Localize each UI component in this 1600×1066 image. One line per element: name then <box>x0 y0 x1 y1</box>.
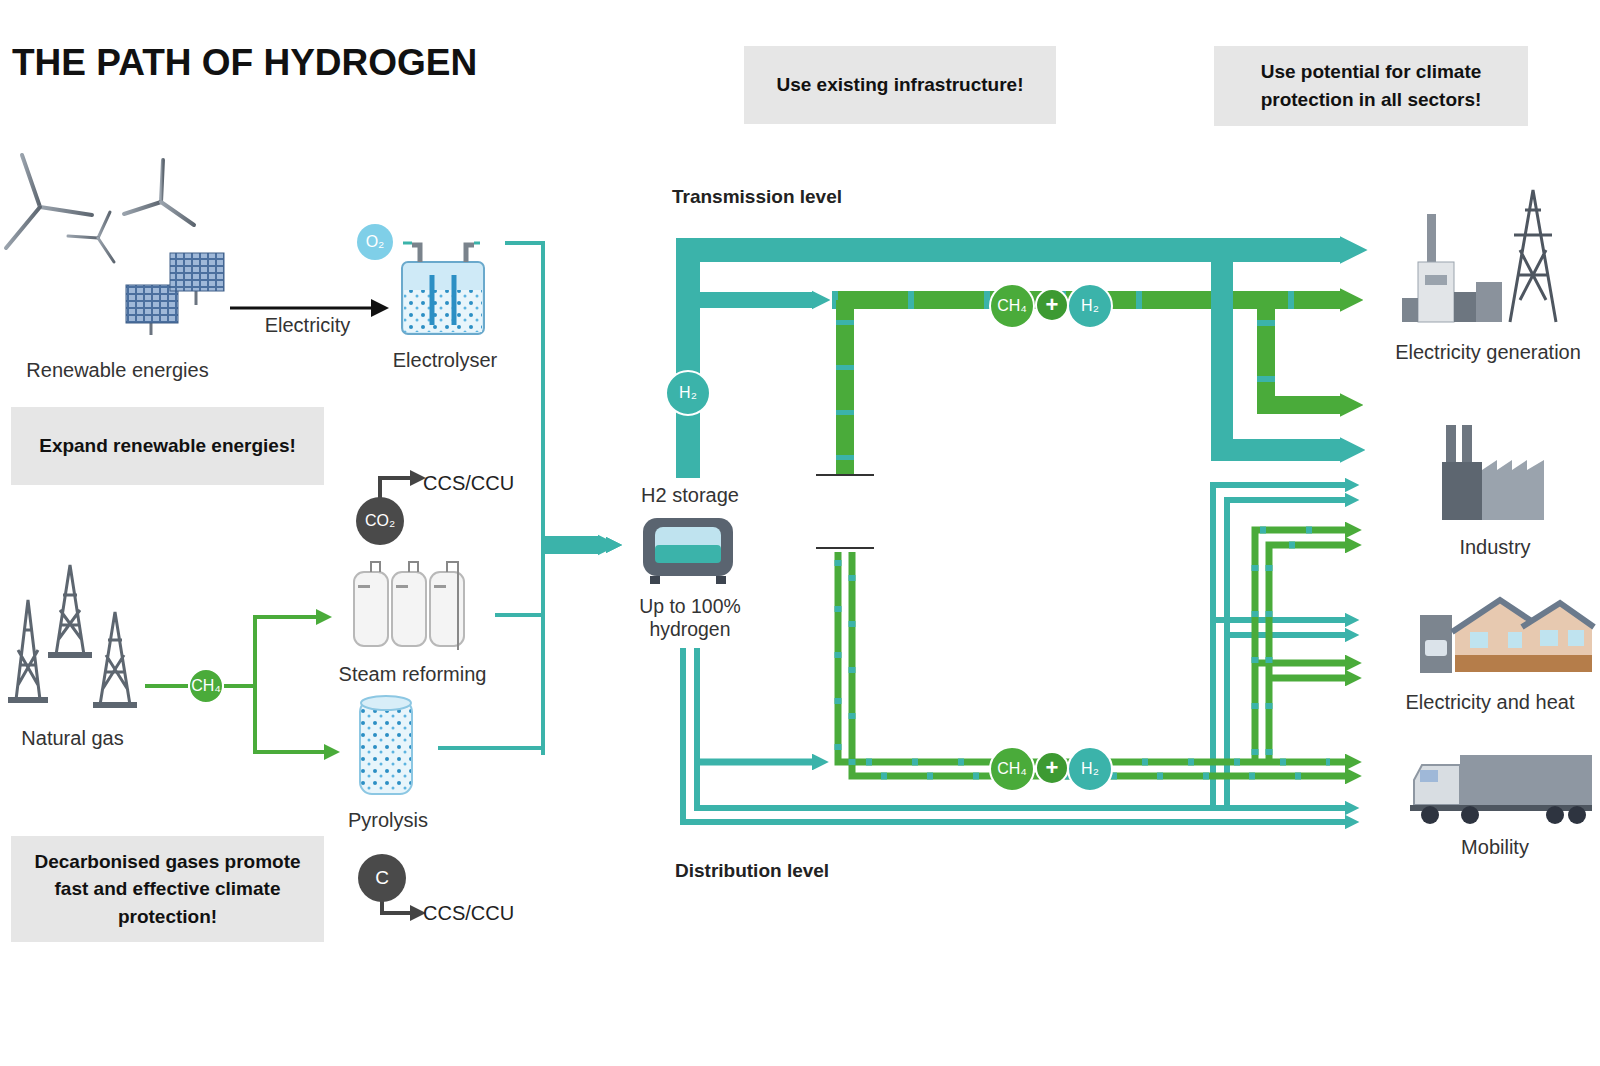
molecule-label: C <box>375 867 389 889</box>
molecule-circle: H₂ <box>1067 746 1113 792</box>
illustration-node: Electricity and heat <box>1390 592 1590 714</box>
molecule-circle: O₂ <box>357 224 393 260</box>
illustration-node: Industry <box>1400 415 1590 559</box>
node-label: Industry <box>1459 536 1530 559</box>
note-text: Expand renewable energies! <box>39 432 296 460</box>
node-label: H2 storage <box>641 484 739 507</box>
node-label: Natural gas <box>21 727 123 750</box>
molecule-circle: CH₄ <box>989 746 1035 792</box>
molecule-circle: CH₄ <box>989 283 1035 329</box>
molecule-circle: + <box>1035 288 1069 322</box>
note-box: Decarbonised gases promote fast and effe… <box>11 836 324 942</box>
illustration-node: Mobility <box>1400 745 1590 859</box>
note-text: Use existing infrastructure! <box>776 71 1023 99</box>
molecule-label: + <box>1046 292 1059 318</box>
node-label: Mobility <box>1461 836 1529 859</box>
illustration-node: Electricity generation <box>1380 180 1596 364</box>
diagram-title: THE PATH OF HYDROGEN <box>12 42 477 84</box>
storage-node: H2 storage Up to 100% hydrogen <box>620 484 760 640</box>
node-label: Steam reforming <box>339 663 487 686</box>
note-box: Use potential for climate protection in … <box>1214 46 1528 126</box>
molecule-label: H₂ <box>1081 760 1099 778</box>
note-text: Use potential for climate protection in … <box>1224 58 1518 113</box>
molecule-label: CH₄ <box>997 760 1027 778</box>
molecule-circle: CO₂ <box>356 497 404 545</box>
molecule-circle: + <box>1035 751 1069 785</box>
molecule-circle: H₂ <box>665 370 711 416</box>
ccs-label: CCS/CCU <box>423 902 514 925</box>
flow-connector <box>145 684 188 688</box>
level-label: Transmission level <box>672 186 842 208</box>
molecule-circle: H₂ <box>1067 283 1113 329</box>
flow-connector <box>224 686 324 752</box>
node-label: Electricity generation <box>1395 341 1581 364</box>
flow-connector <box>230 307 371 310</box>
molecule-label: H₂ <box>679 384 697 402</box>
illustration-node: Natural gas <box>0 560 145 750</box>
flow-connector <box>224 617 316 686</box>
note-text: Decarbonised gases promote fast and effe… <box>21 848 314 931</box>
molecule-label: O₂ <box>366 233 385 251</box>
molecule-circle: C <box>358 854 406 902</box>
illustration-node: Steam reforming <box>330 560 495 686</box>
node-label: Renewable energies <box>26 359 208 382</box>
ccs-label: CCS/CCU <box>423 472 514 495</box>
node-label: Electricity and heat <box>1406 691 1575 714</box>
note-box: Expand renewable energies! <box>11 407 324 485</box>
molecule-label: CO₂ <box>365 512 395 530</box>
illustration-node: Electrolyser <box>385 232 505 372</box>
molecule-circle: CH₄ <box>188 668 224 704</box>
illustration-node: Pyrolysis <box>338 698 438 832</box>
node-label: Pyrolysis <box>348 809 428 832</box>
illustration-node: Renewable energies <box>5 150 230 382</box>
flow-connector <box>505 243 606 545</box>
level-label: Distribution level <box>675 860 829 882</box>
flow-connector <box>438 545 606 748</box>
edge-label: Electricity <box>265 314 351 337</box>
node-label: Electrolyser <box>393 349 497 372</box>
node-label: Up to 100% hydrogen <box>620 595 760 640</box>
molecule-label: CH₄ <box>997 297 1027 315</box>
note-box: Use existing infrastructure! <box>744 46 1056 124</box>
molecule-label: H₂ <box>1081 297 1099 315</box>
molecule-label: CH₄ <box>191 677 221 695</box>
flow-connector <box>495 545 606 615</box>
molecule-label: + <box>1046 755 1059 781</box>
